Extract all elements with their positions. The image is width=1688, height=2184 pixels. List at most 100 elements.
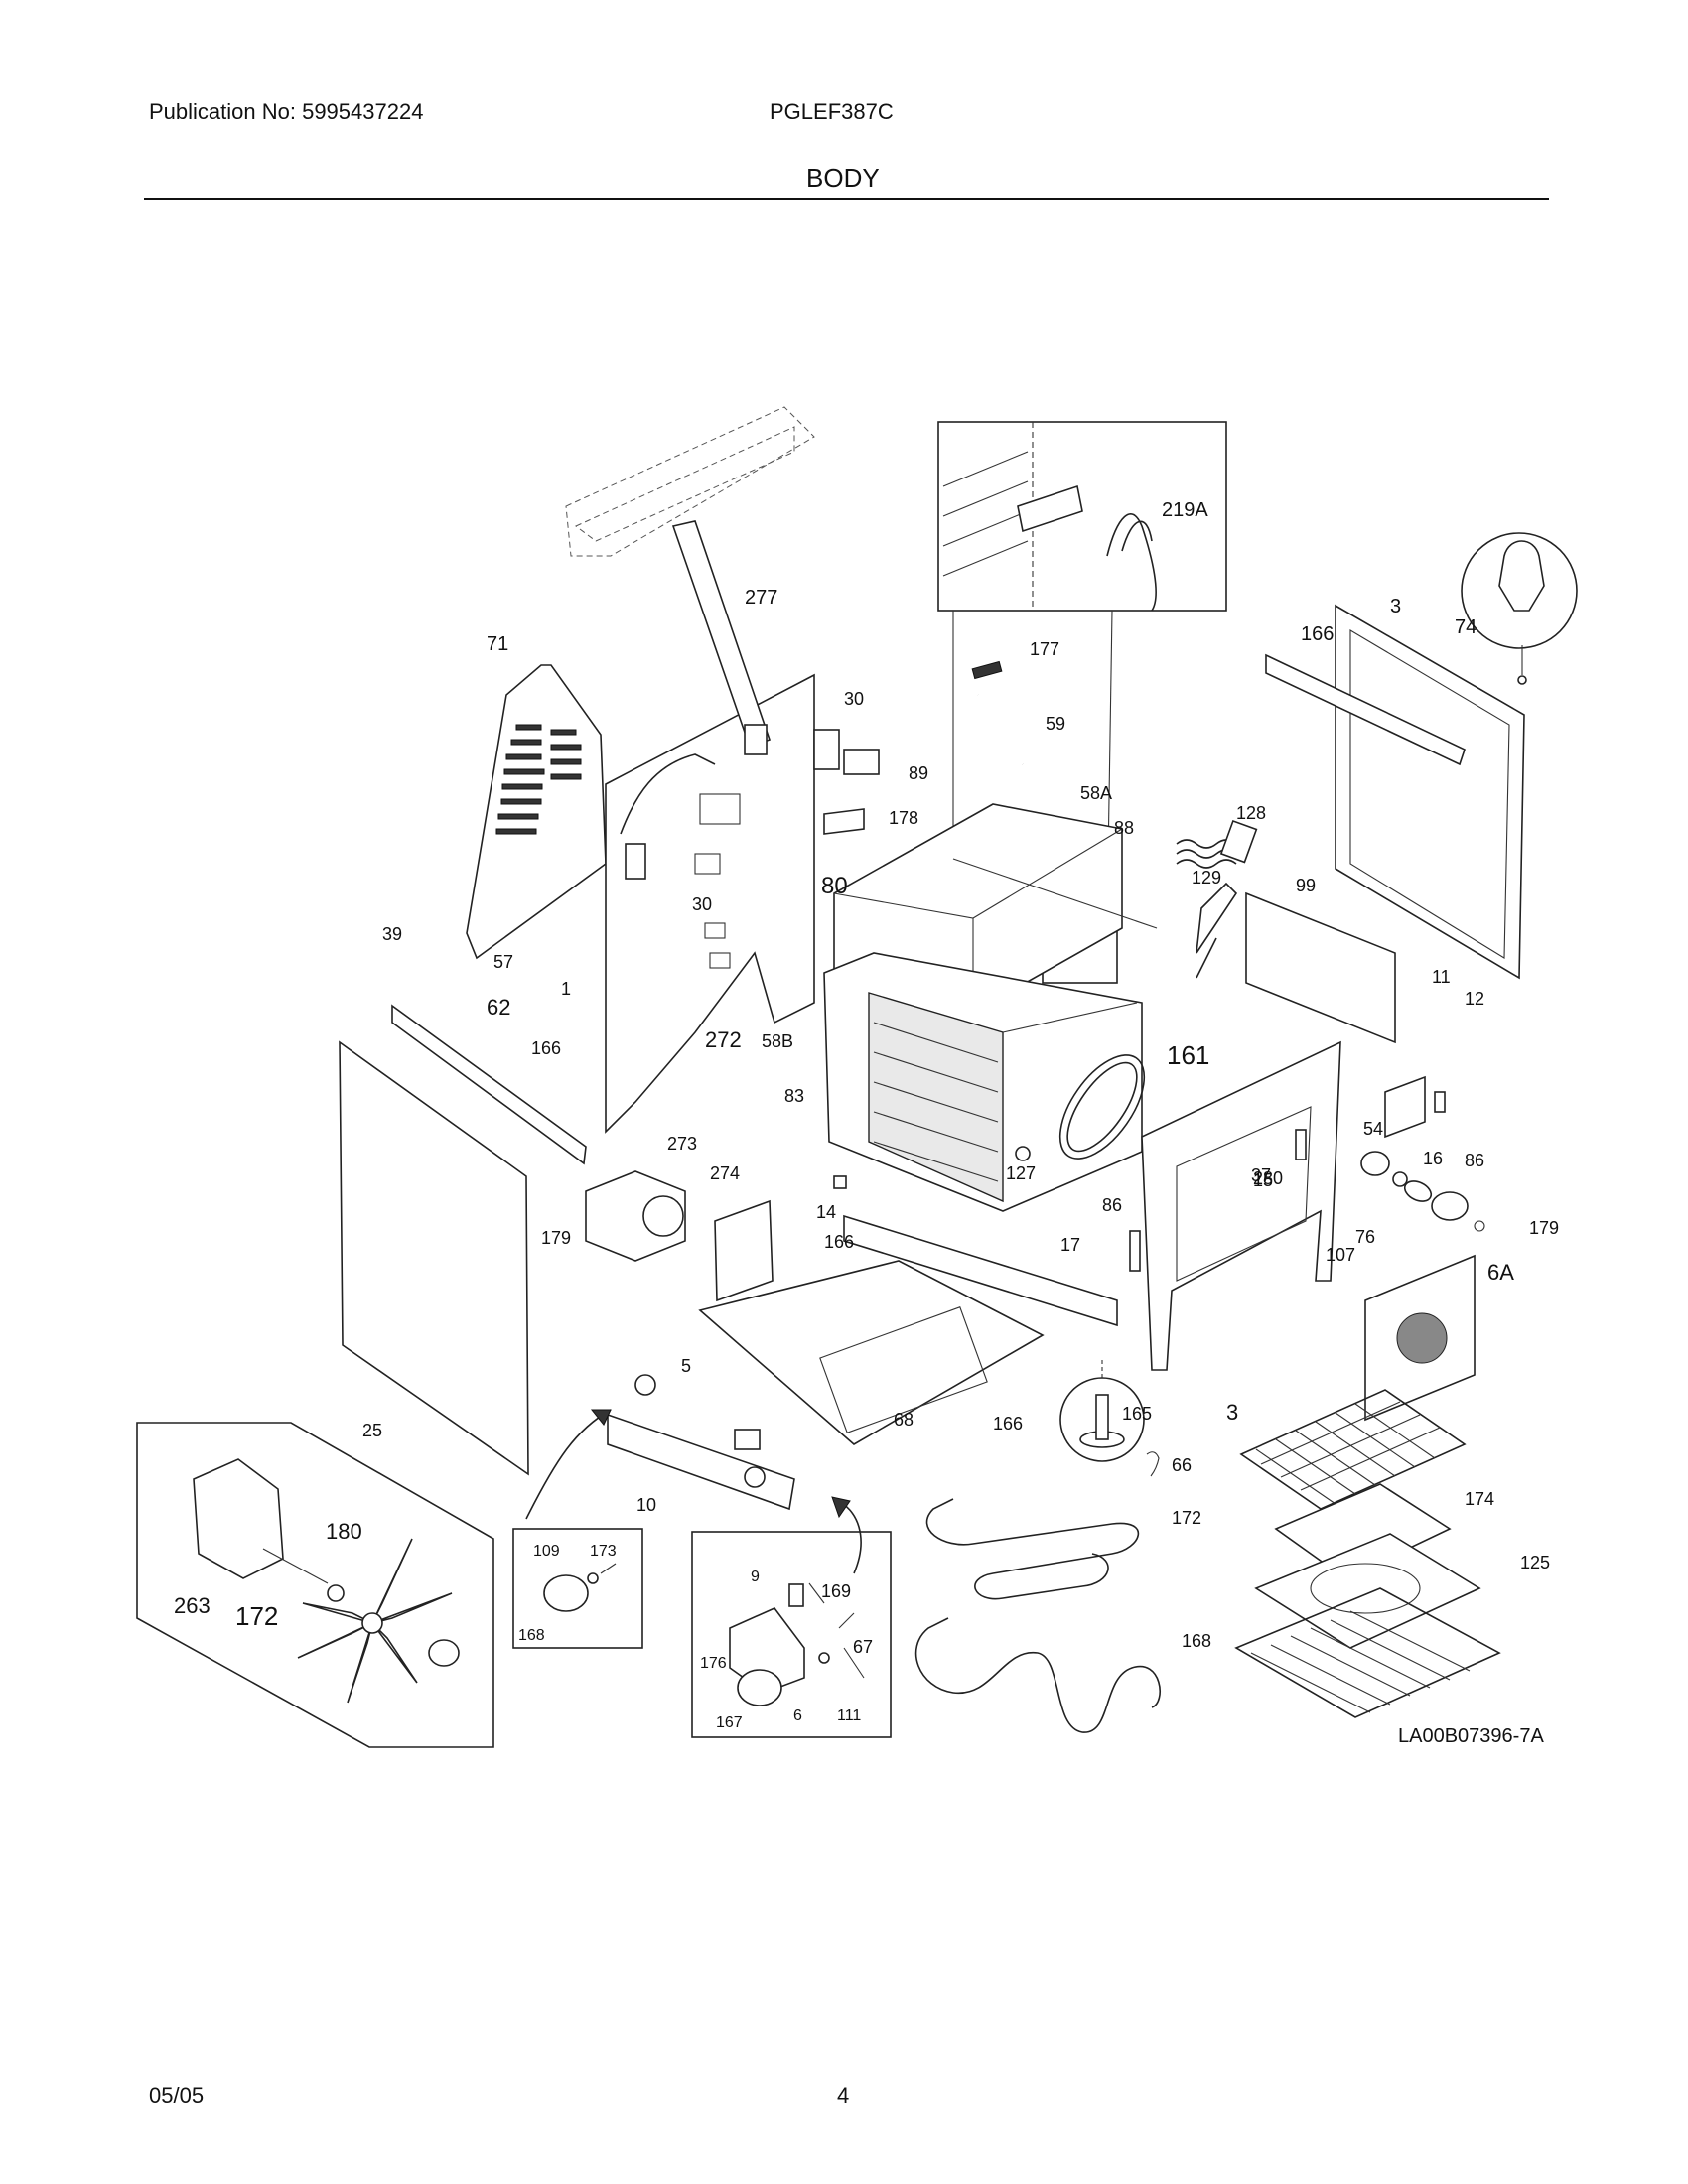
callout-167: 167: [716, 1714, 743, 1731]
callout-128: 128: [1236, 803, 1266, 823]
callout-273: 273: [667, 1134, 697, 1154]
callout-111: 111: [837, 1707, 861, 1724]
callout-11: 11: [1432, 967, 1451, 987]
callout-263: 263: [174, 1593, 211, 1618]
callout-109: 109: [533, 1543, 560, 1560]
callout-178: 178: [889, 808, 918, 828]
callout-168: 168: [1182, 1631, 1211, 1651]
callout-172: 172: [1172, 1508, 1201, 1528]
callout-86: 86: [1102, 1195, 1122, 1215]
door-panel-left: [339, 1004, 587, 1476]
callout-3: 3: [1390, 596, 1401, 617]
callout-25: 25: [362, 1421, 382, 1440]
print-date: 05/05: [149, 2083, 205, 2108]
callout-174: 174: [1465, 1489, 1494, 1509]
spring-assembly: [1176, 819, 1258, 954]
callout-37: 37: [1251, 1165, 1271, 1185]
door-frame-lower-right: [1141, 1040, 1341, 1371]
callout-80: 80: [821, 873, 848, 899]
back-panel: [1245, 891, 1396, 1044]
callout-54: 54: [1363, 1119, 1383, 1139]
callout-89: 89: [909, 763, 928, 783]
callout-1: 1: [561, 979, 571, 999]
callout-280: 280: [1253, 1168, 1283, 1188]
vent-tube: [671, 520, 772, 755]
callout-125: 125: [1520, 1553, 1550, 1572]
callout-74: 74: [1455, 616, 1477, 638]
callout-9: 9: [751, 1569, 760, 1585]
control-panel-outline: [565, 406, 815, 557]
leveling-foot-detail: [1059, 1360, 1145, 1462]
callout-30: 30: [692, 894, 712, 914]
callout-30: 30: [844, 689, 864, 709]
callout-17: 17: [1060, 1235, 1080, 1255]
callout-161: 161: [1167, 1040, 1209, 1070]
callout-6: 6: [793, 1707, 802, 1724]
callout-3: 3: [1226, 1400, 1238, 1425]
callout-107: 107: [1326, 1245, 1355, 1265]
callout-58b: 58B: [762, 1031, 793, 1051]
callout-172: 172: [235, 1601, 278, 1631]
callout-173: 173: [590, 1543, 617, 1560]
inset-convection-fan: [136, 1422, 494, 1748]
bake-broil-elements: [914, 1451, 1161, 1733]
section-title: BODY: [806, 163, 880, 193]
callout-62: 62: [487, 995, 510, 1020]
door-frame-right: [1265, 604, 1525, 980]
callout-274: 274: [710, 1163, 740, 1183]
callout-15: 15: [1253, 1170, 1273, 1190]
callout-272: 272: [705, 1027, 742, 1052]
callout-179: 179: [1529, 1218, 1559, 1238]
drawing-id: LA00B07396-7A: [1398, 1725, 1544, 1747]
latch-bracket: [843, 749, 880, 775]
callout-165: 165: [1122, 1404, 1152, 1424]
callout-127: 127: [1006, 1163, 1036, 1183]
callout-88: 88: [1114, 818, 1134, 838]
callout-166: 166: [993, 1414, 1023, 1433]
callout-59: 59: [1046, 714, 1065, 734]
callout-66: 66: [1172, 1455, 1192, 1475]
hinge-bracket: [813, 729, 840, 770]
callout-99: 99: [1296, 876, 1316, 895]
page-number: 4: [837, 2083, 850, 2108]
callout-58a: 58A: [1080, 783, 1112, 803]
callout-71: 71: [487, 633, 508, 655]
callout-176: 176: [700, 1655, 727, 1672]
rear-fan-cover: [1364, 1254, 1476, 1422]
callout-180: 180: [326, 1519, 362, 1544]
header-rule: [144, 198, 1549, 200]
callout-166: 166: [531, 1038, 561, 1058]
callout-39: 39: [382, 924, 402, 944]
callout-68: 68: [894, 1410, 914, 1430]
callout-10: 10: [636, 1495, 656, 1515]
callout-166: 166: [1301, 623, 1334, 645]
convection-motor: [585, 1170, 774, 1302]
callout-76: 76: [1355, 1227, 1375, 1247]
side-panel-left: [466, 664, 607, 960]
light-bulb-detail: [1461, 532, 1578, 685]
callout-86: 86: [1465, 1151, 1484, 1170]
callout-14: 14: [816, 1202, 836, 1222]
lower-frame: [607, 1214, 1118, 1511]
callout-169: 169: [821, 1581, 851, 1601]
publication-number: Publication No: 5995437224: [149, 99, 424, 124]
callout-6a: 6A: [1487, 1260, 1514, 1285]
inset-wiring-detail: [937, 421, 1227, 612]
callout-5: 5: [681, 1356, 691, 1376]
callout-179: 179: [541, 1228, 571, 1248]
callout-168: 168: [518, 1627, 545, 1644]
callout-12: 12: [1465, 989, 1484, 1009]
callout-83: 83: [784, 1086, 804, 1106]
model-number: PGLEF387C: [770, 99, 894, 124]
inset-leveler-bracket: [691, 1531, 892, 1738]
callout-177: 177: [1030, 639, 1059, 659]
callout-219a: 219A: [1162, 499, 1208, 521]
oven-racks: [1234, 1389, 1501, 1718]
callout-57: 57: [493, 952, 513, 972]
rear-frame: [605, 673, 815, 1134]
inset-foot-knob: [512, 1528, 643, 1649]
callout-166: 166: [824, 1232, 854, 1252]
callout-277: 277: [745, 587, 777, 609]
